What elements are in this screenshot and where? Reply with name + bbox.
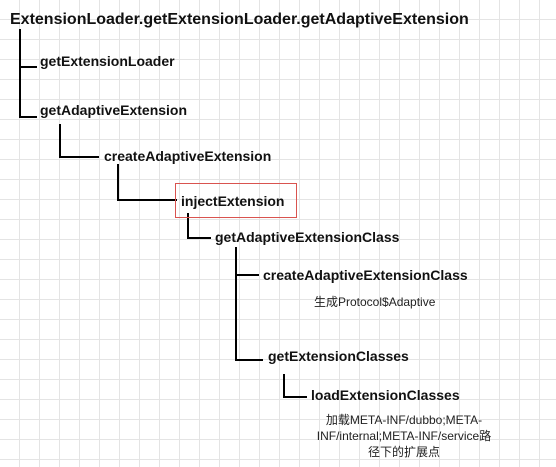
note-load-paths-line-2: INF/internal;META-INF/service路 <box>316 429 492 444</box>
root-node: ExtensionLoader.getExtensionLoader.getAd… <box>10 11 469 28</box>
note-protocol-adaptive: 生成Protocol$Adaptive <box>314 295 436 309</box>
node-getextensionclasses: getExtensionClasses <box>268 348 409 364</box>
note-load-paths: 加载META-INF/dubbo;META- INF/internal;META… <box>296 412 512 461</box>
note-load-paths-line-1: 加载META-INF/dubbo;META- <box>325 413 483 427</box>
connector-to-injectextension <box>117 164 177 201</box>
node-getextensionloader: getExtensionLoader <box>40 53 175 69</box>
node-createadaptiveextension: createAdaptiveExtension <box>104 148 272 164</box>
node-getadaptiveextensionclass: getAdaptiveExtensionClass <box>215 229 400 245</box>
connector-to-createadaptiveextension <box>59 124 99 158</box>
note-load-paths-line-3: 径下的扩展点 <box>367 445 440 460</box>
connector-root-to-getextensionloader <box>19 29 37 68</box>
node-createadaptiveextensionclass: createAdaptiveExtensionClass <box>263 267 468 283</box>
connector-to-createadaptiveextensionclass <box>235 247 259 276</box>
connector-to-loadextensionclasses <box>283 374 307 398</box>
node-injectextension: injectExtension <box>181 193 285 209</box>
connector-to-getextensionclasses <box>235 274 263 361</box>
highlight-box <box>175 183 297 218</box>
node-getadaptiveextension: getAdaptiveExtension <box>40 102 188 118</box>
connector-root-to-getadaptiveextension <box>19 66 37 118</box>
connector-to-getadaptiveextensionclass <box>187 213 211 239</box>
node-loadextensionclasses: loadExtensionClasses <box>311 387 460 403</box>
